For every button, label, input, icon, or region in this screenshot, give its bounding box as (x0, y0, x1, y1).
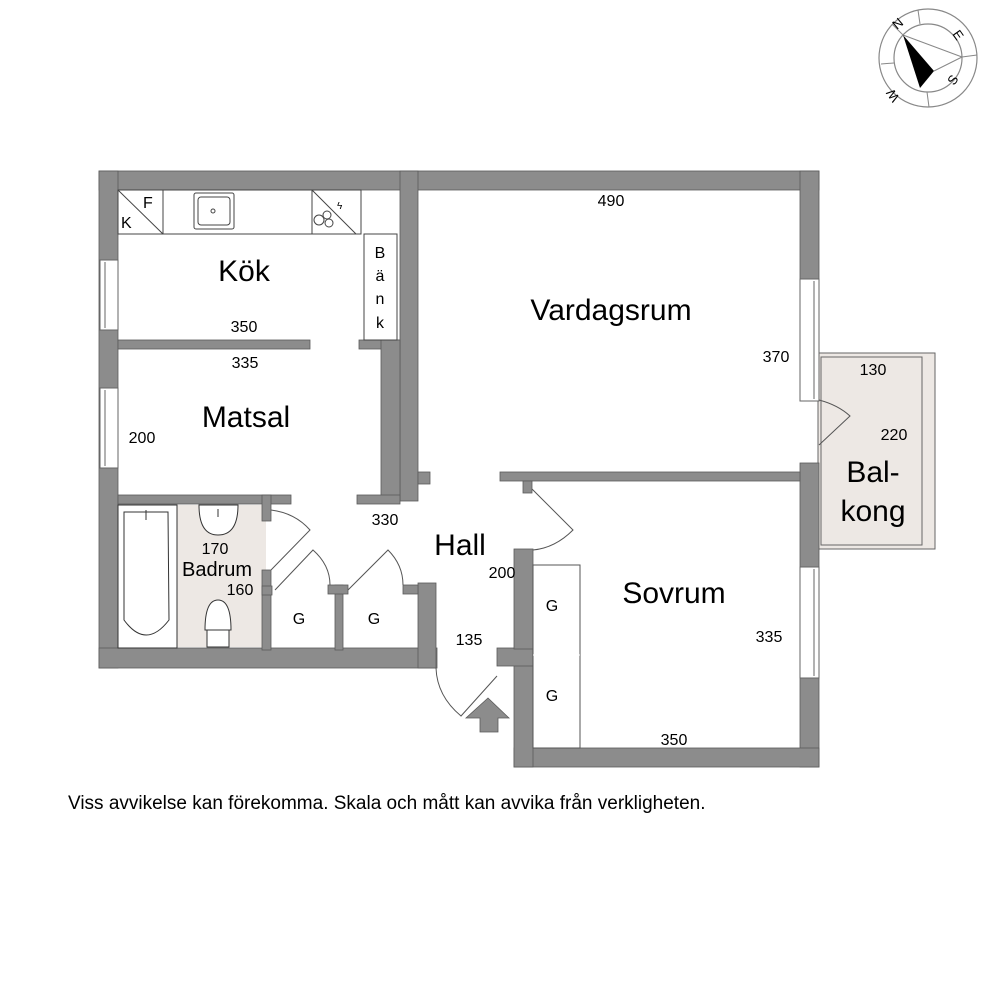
compass-s: S (944, 72, 961, 88)
closet-label: G (546, 598, 558, 615)
closet-label: G (546, 688, 558, 705)
stove-icon: ϟ (337, 201, 343, 212)
room-label-hall: Hall (434, 529, 486, 562)
dim-hall-side: 200 (489, 565, 516, 582)
dim-matsal-top: 335 (232, 355, 259, 372)
closet-label: G (368, 611, 380, 628)
compass-rose-icon: N E S W (878, 8, 978, 108)
svg-text:k: k (376, 315, 385, 332)
dim-badrum-top: 170 (202, 541, 229, 558)
dim-kok: 350 (231, 319, 258, 336)
dim-vardagsrum-top: 490 (598, 193, 625, 210)
walls (98, 170, 820, 768)
compass-n: N (889, 15, 906, 33)
dim-balkong-top: 130 (860, 362, 887, 379)
dim-matsal-side: 200 (129, 430, 156, 447)
dim-hall-top: 330 (372, 512, 399, 529)
fridge-f-label: F (143, 195, 153, 212)
svg-text:ä: ä (376, 268, 385, 285)
room-label-matsal: Matsal (202, 401, 290, 434)
dim-vardagsrum-side: 370 (763, 349, 790, 366)
washbasin-icon (198, 504, 239, 536)
dim-hall-entrance: 135 (456, 632, 483, 649)
bench-label: B ä n k (375, 245, 386, 332)
closets (532, 564, 581, 749)
compass-w: W (883, 86, 903, 105)
dim-badrum-side: 160 (227, 582, 254, 599)
room-label-badrum: Badrum (182, 559, 252, 581)
doors (270, 399, 851, 717)
disclaimer-text: Viss avvikelse kan förekomma. Skala och … (68, 793, 706, 814)
dim-sovrum-side: 335 (756, 629, 783, 646)
entrance-arrow-icon (464, 697, 510, 733)
windows (99, 259, 820, 679)
room-label-vardagsrum: Vardagsrum (530, 294, 691, 327)
svg-text:B: B (375, 245, 386, 262)
bench (363, 233, 398, 341)
dim-balkong-side: 220 (881, 427, 908, 444)
room-label-kok: Kök (218, 255, 271, 288)
compass-e: E (950, 27, 967, 43)
room-label-balkong: kong (840, 495, 905, 528)
toilet-icon (204, 599, 232, 631)
north-arrow-icon (903, 35, 934, 88)
fridge-k-label: K (121, 215, 132, 232)
bathtub-icon (123, 511, 170, 636)
closet-label: G (293, 611, 305, 628)
svg-text:n: n (376, 291, 385, 308)
kitchen-counter (117, 189, 398, 341)
dim-sovrum-bottom: 350 (661, 732, 688, 749)
bathroom-fixtures (117, 504, 239, 649)
room-label-balkong: Bal- (846, 456, 899, 489)
room-label-sovrum: Sovrum (622, 577, 725, 610)
